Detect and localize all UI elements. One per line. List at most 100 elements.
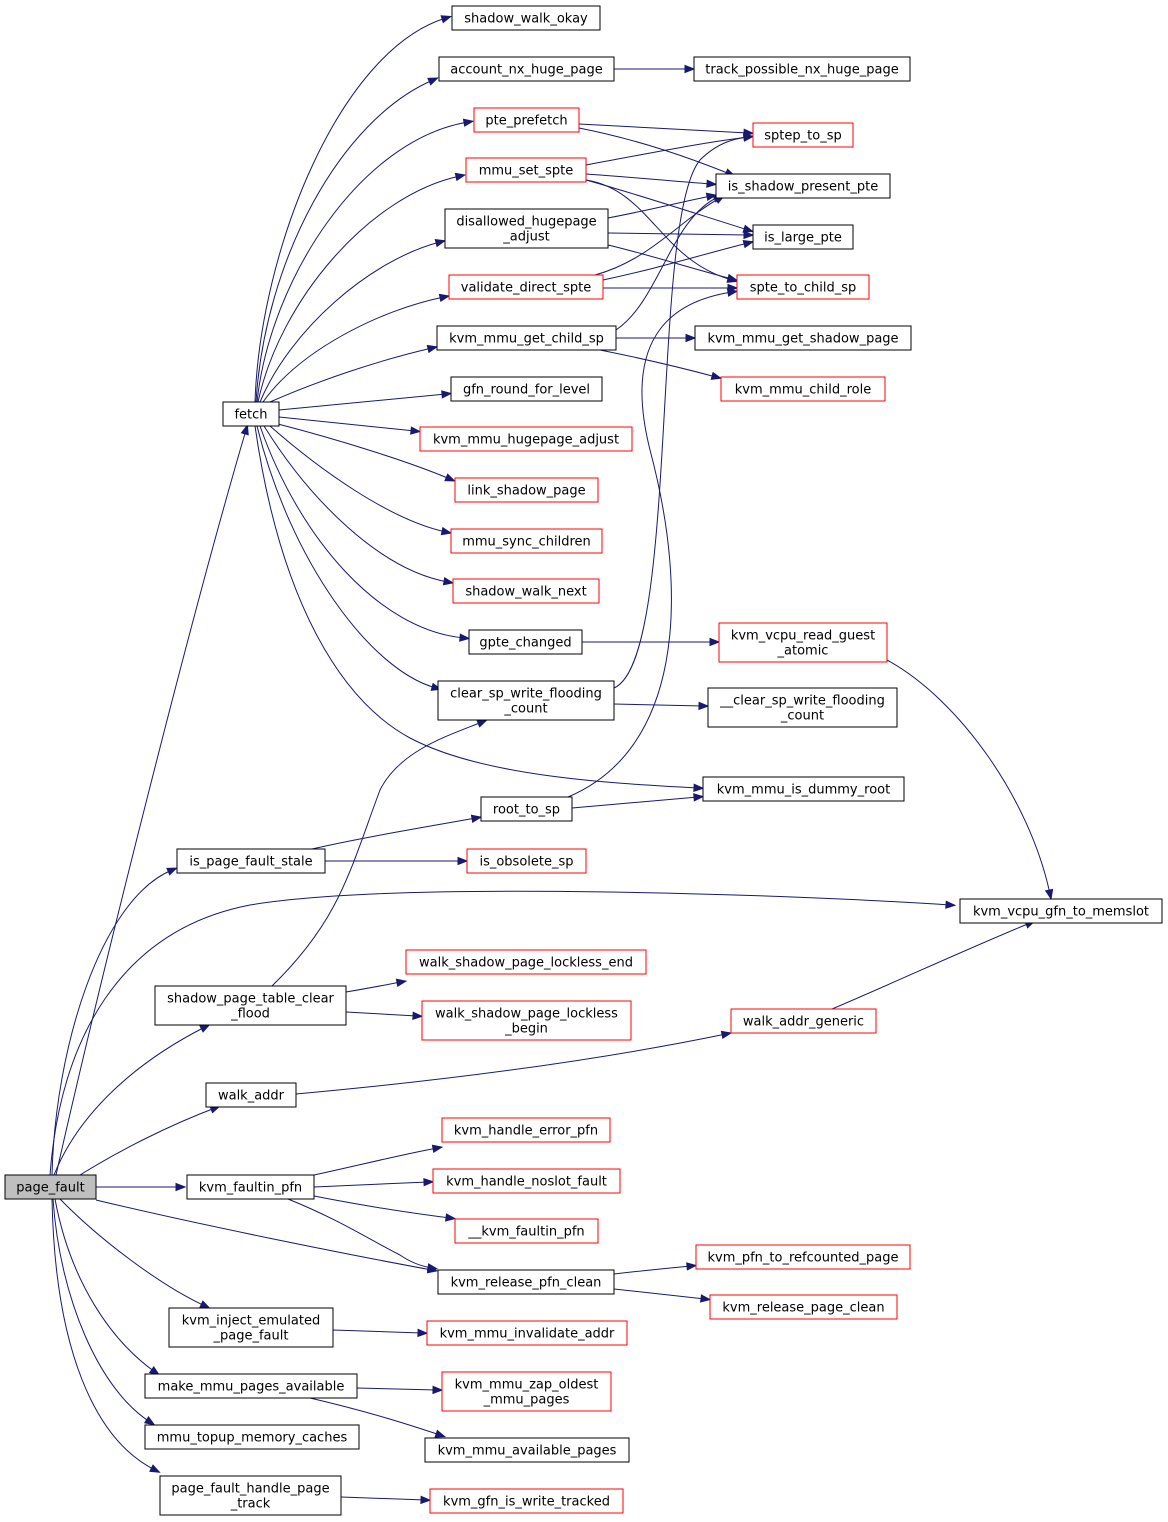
node-make_mmu_pages_available[interactable]: make_mmu_pages_available: [144, 1373, 358, 1399]
function-nodes: page_faultfetchis_page_fault_staleshadow…: [4, 5, 1163, 1516]
arrowhead-fetch-to-validate_direct_spte: [438, 293, 451, 303]
node-box: [702, 776, 905, 802]
node-label: kvm_mmu_invalidate_addr: [440, 1327, 615, 1342]
node-shadow_page_table_clear_flood[interactable]: shadow_page_table_clear_flood: [154, 985, 347, 1026]
node-page_fault_handle_page_track[interactable]: page_fault_handle_page_track: [159, 1475, 342, 1516]
node-account_nx_huge_page[interactable]: account_nx_huge_page: [438, 56, 615, 82]
arrowhead-walk_addr-to-walk_addr_generic: [720, 1030, 733, 1040]
call-edge-pte_prefetch-to-sptep_to_sp: [578, 123, 749, 134]
arrowhead-root_to_sp-to-spte_to_child_sp: [726, 288, 739, 297]
call-edge-disallowed_hugepage_adjust-to-spte_to_child_sp: [607, 244, 733, 280]
node-kvm_faultin_pfn[interactable]: kvm_faultin_pfn: [186, 1174, 315, 1200]
node-label: kvm_handle_error_pfn: [454, 1124, 598, 1139]
node-label: spte_to_child_sp: [750, 281, 857, 296]
node-box: [159, 1475, 342, 1516]
arrowhead-kvm_release_pfn_clean-to-kvm_pfn_to_refcounted_page: [686, 1262, 698, 1271]
node-label: kvm_faultin_pfn: [199, 1181, 302, 1196]
node-shadow_walk_next[interactable]: shadow_walk_next: [452, 578, 600, 604]
node-kvm_mmu_get_child_sp[interactable]: kvm_mmu_get_child_sp: [436, 325, 617, 351]
node-kvm_mmu_available_pages[interactable]: kvm_mmu_available_pages: [424, 1437, 630, 1463]
node-kvm_handle_noslot_fault[interactable]: kvm_handle_noslot_fault: [432, 1168, 621, 1194]
node-kvm_pfn_to_refcounted_page[interactable]: kvm_pfn_to_refcounted_page: [695, 1244, 911, 1270]
call-edge-kvm_faultin_pfn-to-kvm_release_pfn_clean: [287, 1198, 433, 1269]
arrowhead-fetch-to-kvm_mmu_is_dummy_root: [693, 783, 705, 792]
node-box: [222, 401, 280, 427]
node-track_possible_nx_huge_page[interactable]: track_possible_nx_huge_page: [693, 56, 911, 82]
node-label: shadow_page_table_clear: [167, 992, 334, 1007]
node-kvm_inject_emulated_page_fault[interactable]: kvm_inject_emulated_page_fault: [168, 1307, 334, 1348]
node-mmu_sync_children[interactable]: mmu_sync_children: [450, 528, 603, 554]
node-label: mmu_sync_children: [462, 535, 591, 550]
call-edge-mmu_set_spte-to-is_shadow_present_pte: [585, 173, 712, 185]
node-__kvm_faultin_pfn[interactable]: __kvm_faultin_pfn: [454, 1218, 599, 1244]
node-walk_addr_generic[interactable]: walk_addr_generic: [730, 1008, 877, 1034]
node-pte_prefetch[interactable]: pte_prefetch: [473, 107, 580, 133]
node-walk_shadow_page_lockless_begin[interactable]: walk_shadow_page_lockless_begin: [421, 1000, 632, 1041]
node-link_shadow_page[interactable]: link_shadow_page: [454, 477, 599, 503]
node-kvm_handle_error_pfn[interactable]: kvm_handle_error_pfn: [441, 1117, 611, 1143]
node-validate_direct_spte[interactable]: validate_direct_spte: [448, 274, 604, 300]
node-box: [168, 1307, 334, 1348]
arrowhead-is_page_fault_stale-to-root_to_sp: [470, 814, 483, 823]
node-root_to_sp[interactable]: root_to_sp: [480, 796, 573, 822]
node-label: account_nx_huge_page: [450, 63, 602, 78]
node-is_large_pte[interactable]: is_large_pte: [752, 224, 854, 250]
call-edge-kvm_faultin_pfn-to-__kvm_faultin_pfn: [313, 1195, 451, 1219]
call-edge-kvm_mmu_get_child_sp-to-kvm_mmu_child_role: [599, 349, 717, 378]
call-edge-root_to_sp-to-kvm_mmu_is_dummy_root: [571, 796, 699, 809]
node-sptep_to_sp[interactable]: sptep_to_sp: [752, 122, 854, 148]
node-kvm_mmu_invalidate_addr[interactable]: kvm_mmu_invalidate_addr: [426, 1320, 628, 1346]
arrowhead-fetch-to-gfn_round_for_level: [441, 390, 453, 399]
node-kvm_release_page_clean[interactable]: kvm_release_page_clean: [709, 1294, 898, 1320]
node-box: [419, 426, 633, 452]
node-page_fault[interactable]: page_fault: [4, 1174, 97, 1200]
node-spte_to_child_sp[interactable]: spte_to_child_sp: [736, 274, 870, 300]
call-edge-fetch-to-kvm_mmu_get_child_sp: [269, 347, 433, 403]
node-box: [144, 1424, 360, 1450]
node-clear_sp_write_flooding_count[interactable]: clear_sp_write_flooding_count: [437, 680, 615, 721]
call-edge-fetch-to-pte_prefetch: [256, 121, 469, 403]
node-kvm_mmu_get_shadow_page[interactable]: kvm_mmu_get_shadow_page: [694, 325, 912, 351]
node-gfn_round_for_level[interactable]: gfn_round_for_level: [450, 376, 603, 402]
node-label: _page_fault: [213, 1329, 289, 1344]
node-box: [429, 1488, 624, 1514]
node-kvm_vcpu_gfn_to_memslot[interactable]: kvm_vcpu_gfn_to_memslot: [959, 898, 1163, 924]
call-edge-shadow_page_table_clear_flood-to-walk_shadow_page_lockless_end: [345, 981, 402, 993]
node-mmu_topup_memory_caches[interactable]: mmu_topup_memory_caches: [144, 1424, 360, 1450]
node-label: page_fault_handle_page: [171, 1482, 329, 1497]
call-edge-fetch-to-disallowed_hugepage_adjust: [259, 241, 441, 403]
node-walk_addr[interactable]: walk_addr: [205, 1082, 297, 1108]
node-shadow_walk_okay[interactable]: shadow_walk_okay: [451, 5, 601, 31]
node-kvm_mmu_zap_oldest_mmu_pages[interactable]: kvm_mmu_zap_oldest_mmu_pages: [441, 1371, 612, 1412]
node-is_obsolete_sp[interactable]: is_obsolete_sp: [466, 848, 587, 874]
node-kvm_mmu_child_role[interactable]: kvm_mmu_child_role: [720, 376, 886, 402]
call-edge-walk_addr-to-walk_addr_generic: [295, 1033, 727, 1095]
node-kvm_release_pfn_clean[interactable]: kvm_release_pfn_clean: [437, 1269, 615, 1295]
node-disallowed_hugepage_adjust[interactable]: disallowed_hugepage_adjust: [444, 208, 609, 249]
node-__clear_sp_write_flooding_count[interactable]: __clear_sp_write_flooding_count: [707, 687, 898, 728]
node-kvm_mmu_is_dummy_root[interactable]: kvm_mmu_is_dummy_root: [702, 776, 905, 802]
node-kvm_gfn_is_write_tracked[interactable]: kvm_gfn_is_write_tracked: [429, 1488, 624, 1514]
node-label: pte_prefetch: [485, 114, 567, 129]
node-box: [466, 848, 587, 874]
node-fetch[interactable]: fetch: [222, 401, 280, 427]
node-is_shadow_present_pte[interactable]: is_shadow_present_pte: [715, 173, 891, 199]
node-label: page_fault: [16, 1181, 84, 1196]
arrowhead-kvm_faultin_pfn-to-__kvm_faultin_pfn: [445, 1213, 457, 1222]
node-gpte_changed[interactable]: gpte_changed: [468, 629, 583, 655]
call-edges: [49, 15, 1054, 1505]
node-box: [720, 376, 886, 402]
call-edge-shadow_page_table_clear_flood-to-clear_sp_write_flooding_count: [271, 721, 483, 987]
node-label: is_large_pte: [764, 231, 842, 246]
node-mmu_set_spte[interactable]: mmu_set_spte: [465, 157, 587, 183]
node-label: _mmu_pages: [483, 1393, 570, 1408]
node-walk_shadow_page_lockless_end[interactable]: walk_shadow_page_lockless_end: [405, 949, 647, 975]
arrowhead-fetch-to-kvm_mmu_get_child_sp: [426, 344, 439, 354]
arrowhead-page_fault-to-is_page_fault_stale: [166, 867, 178, 876]
node-kvm_mmu_hugepage_adjust[interactable]: kvm_mmu_hugepage_adjust: [419, 426, 633, 452]
arrowhead-validate_direct_spte-to-is_large_pte: [742, 239, 755, 249]
node-kvm_vcpu_read_guest_atomic[interactable]: kvm_vcpu_read_guest_atomic: [718, 622, 888, 663]
call-edge-page_fault-to-fetch: [55, 429, 247, 1176]
call-edge-fetch-to-shadow_walk_okay: [254, 17, 447, 403]
node-is_page_fault_stale[interactable]: is_page_fault_stale: [176, 848, 326, 874]
